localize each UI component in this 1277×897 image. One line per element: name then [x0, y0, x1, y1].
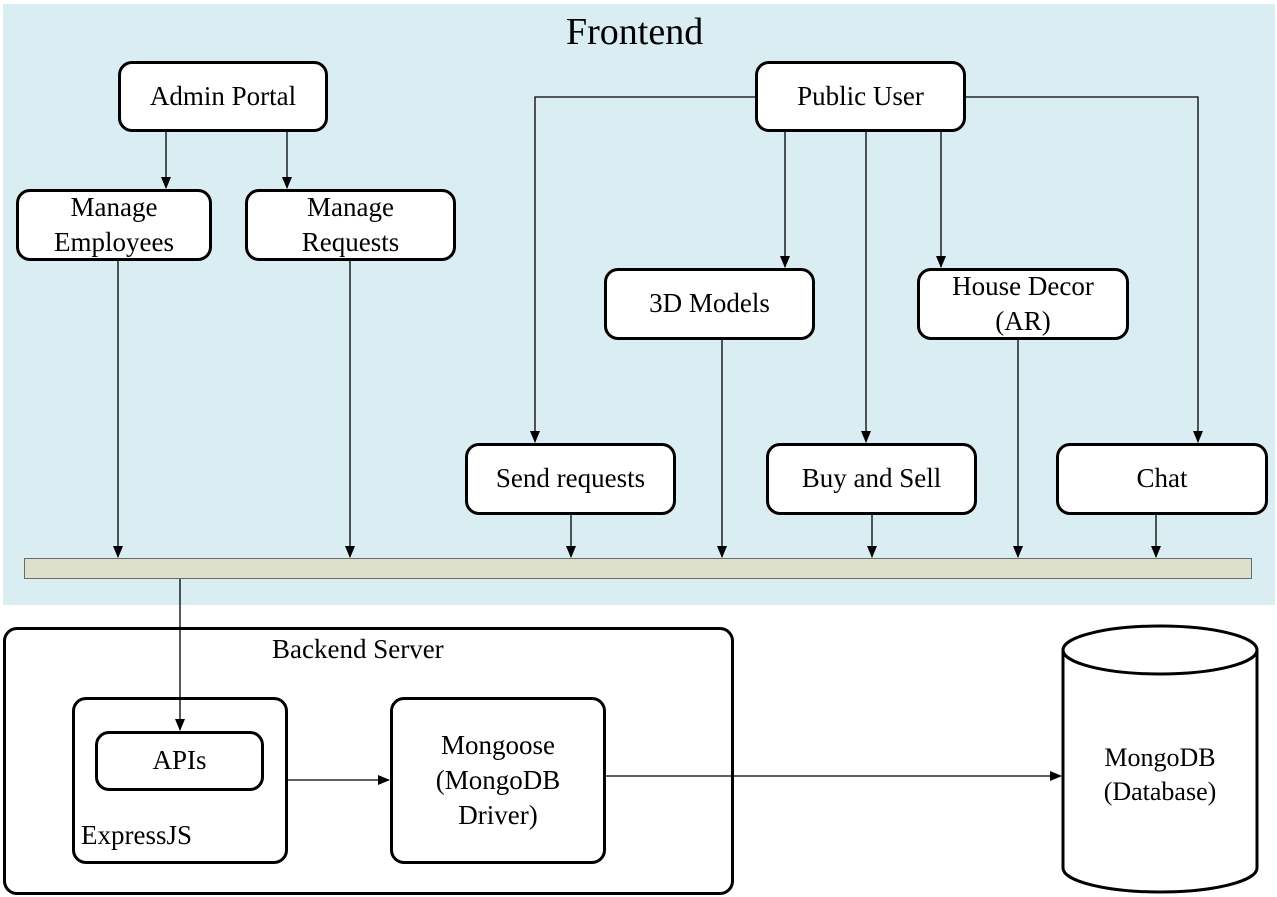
arrow-user-to-chat	[966, 96, 1203, 443]
manage-requests-node: Manage Requests	[245, 189, 456, 261]
backend-server-title: Backend Server	[272, 634, 444, 664]
arrow-user-to-send-requests	[530, 96, 755, 443]
buy-and-sell-node: Buy and Sell	[766, 443, 977, 515]
manage-employees-node: Manage Employees	[16, 189, 212, 261]
frontend-title: Frontend	[566, 11, 704, 53]
house-decor-node: House Decor (AR)	[917, 268, 1129, 340]
expressjs-label: ExpressJS	[81, 819, 193, 850]
3d-models-node: 3D Models	[604, 268, 815, 340]
cylinder-body	[1061, 650, 1259, 894]
cylinder-top	[1061, 624, 1259, 676]
frontend-bus-bar	[24, 558, 1252, 579]
mongodb-label: MongoDB (Database)	[1103, 743, 1217, 806]
mongoose-node: Mongoose (MongoDB Driver)	[390, 697, 606, 864]
chat-node: Chat	[1056, 443, 1268, 515]
public-user-node: Public User	[755, 61, 966, 132]
apis-node: APIs	[95, 731, 264, 791]
send-requests-node: Send requests	[465, 443, 676, 515]
admin-portal-node: Admin Portal	[118, 61, 328, 132]
